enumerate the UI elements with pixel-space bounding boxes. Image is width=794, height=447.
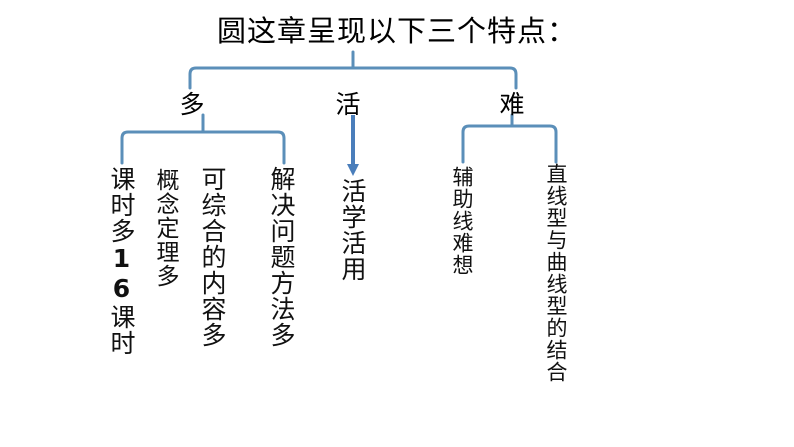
leaf-gainian-dingli-duo: 概念定理多 — [152, 168, 178, 288]
leaf-text-part-bold: 16 — [107, 244, 136, 304]
page-title: 圆这章呈现以下三个特点： — [216, 14, 577, 48]
leaf-fuzhuxian-nanxiang: 辅助线难想 — [450, 166, 474, 276]
leaf-jiejue-wenti-fangfa-duo: 解决问题方法多 — [267, 166, 296, 348]
branch-duo-bracket — [120, 130, 286, 154]
node-huo: 活 — [335, 90, 361, 119]
node-duo: 多 — [179, 90, 205, 119]
node-nan: 难 — [499, 90, 525, 119]
leaf-zhixianxing-yu-quxianxing-de-jiehe: 直线型与曲线型的结合 — [544, 163, 568, 383]
leaf-text-part-c: 课时 — [107, 304, 136, 356]
leaf-huoxue-huoyong: 活学活用 — [338, 178, 367, 282]
leaf-keshiduo-16-keshi: 课时多16课时 — [103, 166, 139, 356]
root-bracket — [188, 66, 518, 90]
leaf-kezonghe-neirong-duo: 可综合的内容多 — [198, 166, 227, 348]
branch-nan-bracket — [461, 124, 558, 152]
arrow-down-icon — [347, 164, 359, 176]
leaf-text-part-a: 课时多 — [107, 166, 136, 244]
